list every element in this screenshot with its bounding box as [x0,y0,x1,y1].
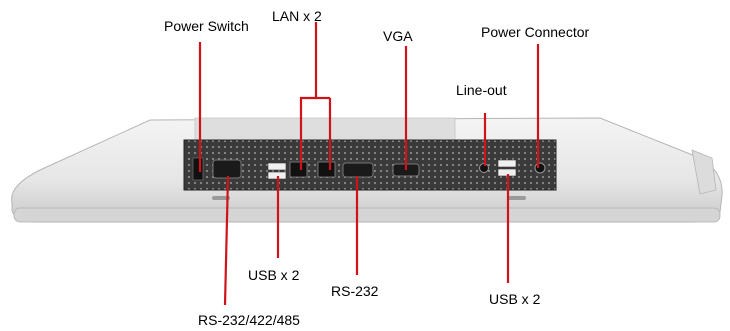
power-switch-port [192,157,204,181]
foot-left [212,196,230,200]
label-power-connector: Power Connector [481,24,590,40]
device-base-edge [13,207,721,223]
label-usb-right: USB x 2 [489,291,541,307]
rs-multi-port [212,159,242,179]
lan-port-2 [317,161,336,178]
lan-port-1 [289,161,308,178]
callout-lines [198,22,540,306]
stand-bump [691,149,717,195]
label-rs-multi: RS-232/422/485 [198,312,300,328]
label-lan: LAN x 2 [272,8,322,24]
mount-plate [194,117,456,141]
label-vga: VGA [383,28,413,44]
power-connector-jack [534,162,546,174]
callout-rs-multi [223,175,230,306]
label-rs232: RS-232 [331,283,379,299]
foot-right [508,196,526,200]
callout-lan [299,22,318,170]
label-usb-left: USB x 2 [248,267,300,283]
label-line-out: Line-out [456,82,507,98]
usb-left-port-a [267,162,287,171]
rs232-port [342,162,374,178]
usb-right-port-a [497,159,517,168]
label-power-switch: Power Switch [164,18,249,34]
